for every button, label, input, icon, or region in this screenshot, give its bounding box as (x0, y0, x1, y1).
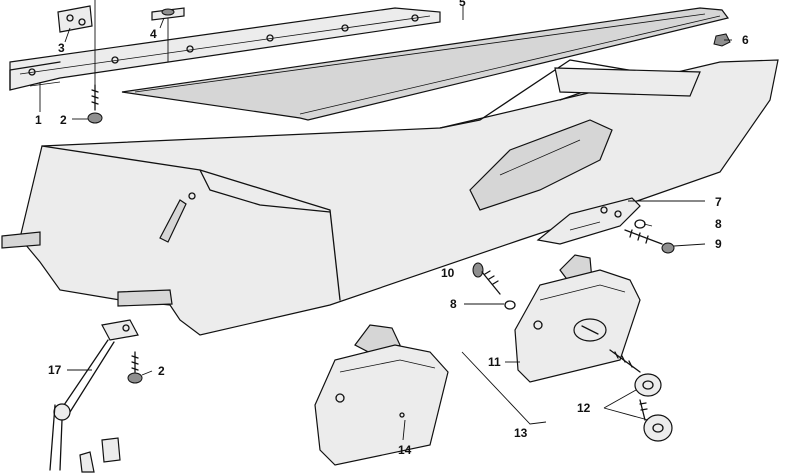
callout-10: 10 (441, 266, 455, 280)
support-strut (49, 319, 139, 473)
callout-11: 11 (488, 355, 501, 369)
callout-8-right: 8 (715, 217, 722, 231)
callout-8-left: 8 (450, 297, 457, 311)
callout-1: 1 (35, 113, 42, 127)
clip-nut (713, 33, 731, 47)
screw-top (87, 84, 103, 124)
callout-5: 5 (459, 0, 466, 9)
lock-handle (514, 254, 641, 383)
callout-17: 17 (48, 363, 62, 377)
key-set (609, 349, 673, 442)
screw-10 (472, 262, 501, 295)
callout-2-top: 2 (60, 113, 67, 127)
lock-handle-alt (314, 324, 449, 466)
washer-right (634, 219, 646, 229)
hinge-rail (9, 7, 441, 91)
screw-lower (127, 351, 143, 384)
callout-13: 13 (514, 426, 528, 440)
leader-lines (39, 0, 732, 441)
retaining-clip (151, 7, 185, 21)
screw-9 (624, 229, 675, 254)
callout-14: 14 (398, 443, 412, 457)
callout-6: 6 (742, 33, 749, 47)
callout-3: 3 (58, 41, 65, 55)
callout-12: 12 (577, 401, 591, 415)
hinge-bracket (57, 5, 93, 33)
callout-labels: 1 2 3 4 5 6 7 8 9 10 8 11 12 13 14 17 2 (35, 0, 749, 457)
lid-panel (121, 7, 730, 121)
catch-plate (536, 197, 641, 245)
callout-7: 7 (715, 195, 722, 209)
glovebox-shell (1, 59, 779, 336)
callout-2-lower: 2 (158, 364, 165, 378)
callout-9: 9 (715, 237, 722, 251)
washer-left (504, 300, 516, 310)
callout-4: 4 (150, 27, 157, 41)
